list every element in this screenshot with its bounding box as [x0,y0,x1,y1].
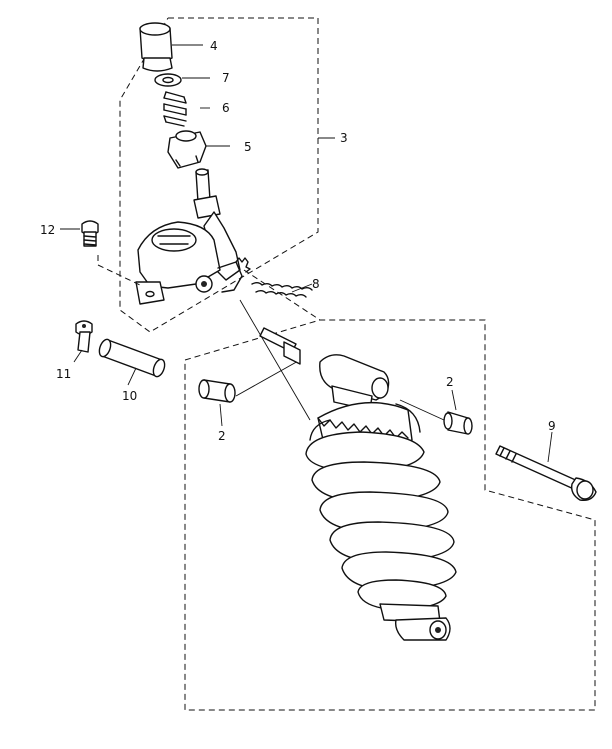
part-2-bushing-right [399,389,473,435]
callout-6: 6 [222,101,230,115]
part-7-washer [154,73,210,87]
adjuster-body [135,168,251,305]
callout-4: 4 [210,39,218,53]
part-12-bolt [60,220,141,286]
part-11-bolt [73,320,93,363]
part-9-bolt [495,431,597,502]
part-6-spring [163,91,210,127]
callout-7: 7 [222,71,230,85]
callout-2-left: 2 [218,429,226,443]
callout-9: 9 [548,419,556,433]
callout-11: 11 [56,367,71,381]
callout-3: 3 [340,131,348,145]
callout-10: 10 [122,389,137,403]
shock-absorber [239,299,457,641]
callout-12: 12 [40,223,55,237]
callout-2-right: 2 [446,375,454,389]
assembly-3-boundary [119,17,319,333]
callout-5: 5 [244,140,252,154]
shock-assembly-boundary [184,319,596,711]
part-4-cap [139,22,203,72]
part-10-sleeve [98,338,166,386]
part-2-bushing-left [198,359,301,427]
callout-8: 8 [312,277,320,291]
part-5-knob [167,130,230,169]
part-8-cable [243,269,321,321]
